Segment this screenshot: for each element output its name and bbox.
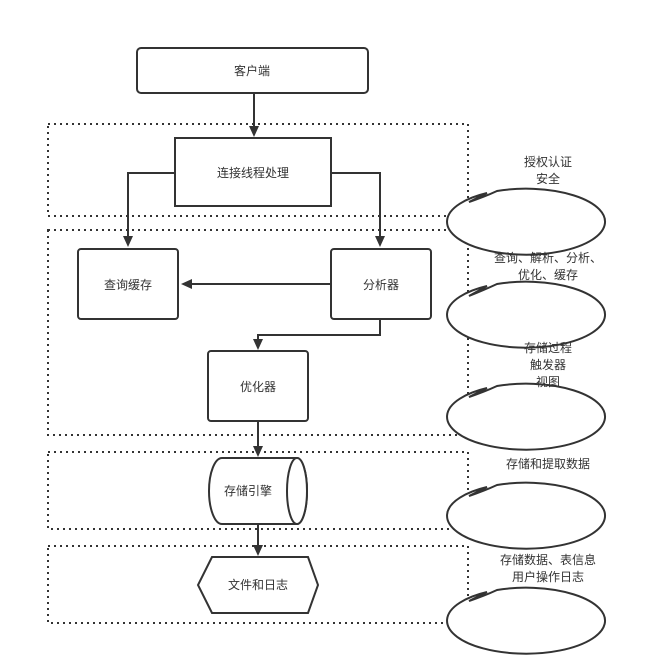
client-node[interactable]: 客户端 — [136, 47, 369, 94]
storage-engine-label: 存储引擎 — [224, 483, 272, 498]
optimizer-label: 优化器 — [240, 380, 276, 394]
edge-analyzer-to-query-cache — [181, 279, 330, 289]
callout-text: 优化、缓存 — [518, 268, 578, 282]
query-cache-label: 查询缓存 — [104, 278, 152, 292]
edge-connection-to-analyzer — [331, 172, 385, 247]
connection-thread-label: 连接线程处理 — [217, 165, 289, 180]
edge-connection-to-query-cache — [123, 172, 175, 247]
callout-text: 存储数据、表信息 — [500, 552, 596, 567]
edge-storage-engine-to-files — [253, 524, 263, 556]
query-cache-node[interactable]: 查询缓存 — [77, 248, 179, 320]
edge-client-to-connection — [249, 93, 259, 137]
files-logs-node[interactable]: 文件和日志 — [196, 556, 320, 614]
optimizer-node[interactable]: 优化器 — [207, 350, 309, 422]
callout-auth-security: 授权认证 安全 — [446, 154, 607, 256]
edge-analyzer-to-optimizer — [253, 319, 381, 350]
callout-store-retrieve: 存储和提取数据 — [446, 456, 607, 550]
storage-engine-node[interactable]: 存储引擎 — [208, 457, 308, 525]
callout-text: 存储过程 — [524, 340, 572, 355]
connection-layer-group — [47, 123, 469, 217]
callout-query-parse: 查询、解析、分析、 优化、缓存 — [446, 251, 607, 349]
analyzer-node[interactable]: 分析器 — [330, 248, 432, 320]
files-logs-label: 文件和日志 — [228, 577, 288, 592]
callout-text: 视图 — [536, 374, 560, 389]
edge-optimizer-to-storage-engine — [253, 421, 263, 457]
callout-procedures: 存储过程 触发器 视图 — [446, 340, 607, 451]
client-label: 客户端 — [234, 63, 270, 78]
callout-text: 存储和提取数据 — [506, 456, 590, 471]
callout-text: 触发器 — [530, 357, 566, 372]
analyzer-label: 分析器 — [363, 278, 399, 292]
callout-text: 用户操作日志 — [512, 569, 584, 584]
callout-data-logs: 存储数据、表信息 用户操作日志 — [446, 552, 607, 655]
callout-text: 查询、解析、分析、 — [494, 251, 602, 265]
callout-text: 授权认证 — [524, 154, 572, 169]
connection-thread-node[interactable]: 连接线程处理 — [174, 137, 332, 207]
callout-text: 安全 — [536, 171, 560, 186]
